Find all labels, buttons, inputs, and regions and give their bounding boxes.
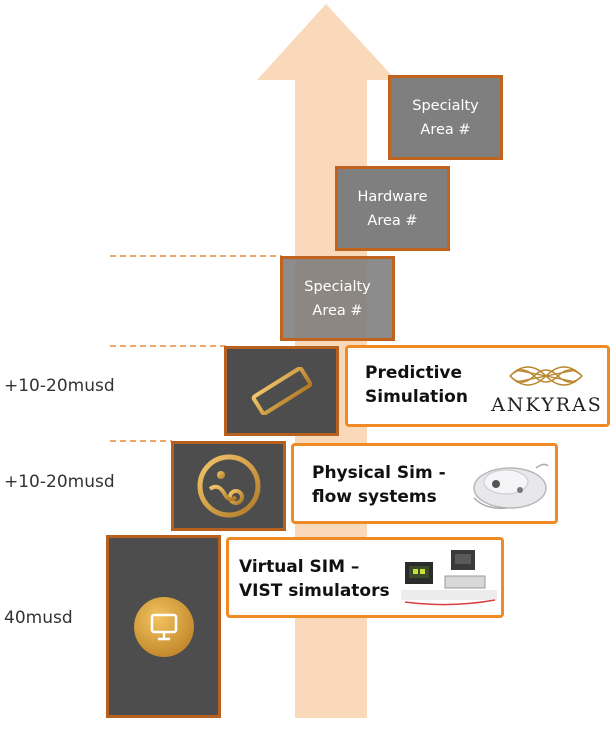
specialty-area-top: Specialty Area # — [388, 75, 503, 160]
card-physical-sim: Physical Sim - flow systems — [291, 443, 558, 524]
area-line1: Specialty — [304, 278, 371, 295]
area-line2: Area # — [312, 302, 363, 319]
card-title: Virtual SIM – VIST simulators — [239, 555, 390, 603]
cost-label-physical: +10-20musd — [4, 472, 115, 492]
specialty-area-lower: Specialty Area # — [280, 256, 395, 341]
step-predictive — [224, 346, 339, 436]
card-title-line1: Predictive — [365, 363, 463, 383]
hardware-area: Hardware Area # — [335, 166, 450, 251]
step-physical — [171, 441, 286, 531]
flow-system-photo — [473, 463, 549, 510]
card-predictive-simulation: Predictive Simulation ANKYRAS — [345, 345, 610, 427]
cost-label-virtual: 40musd — [4, 608, 73, 628]
ankyras-logo-mark — [509, 366, 583, 386]
vist-simulator-photo — [401, 550, 497, 606]
area-line2: Area # — [367, 212, 418, 229]
ruler-icon — [251, 367, 312, 415]
card-title-line2: VIST simulators — [239, 581, 390, 601]
card-title-line2: Simulation — [365, 387, 468, 407]
card-title: Physical Sim - flow systems — [312, 461, 446, 509]
monitor-icon — [133, 596, 194, 657]
flow-cell-icon — [197, 454, 260, 518]
step-virtual — [106, 535, 221, 718]
ankyras-logo: ANKYRAS — [488, 356, 606, 418]
card-virtual-sim: Virtual SIM – VIST simulators — [226, 537, 504, 618]
cost-label-predictive: +10-20musd — [4, 376, 115, 396]
card-title-line1: Virtual SIM – — [239, 557, 360, 577]
area-line2: Area # — [420, 121, 471, 138]
ankyras-logo-text: ANKYRAS — [491, 394, 603, 416]
card-title-line1: Physical Sim - — [312, 463, 446, 483]
card-title: Predictive Simulation — [365, 361, 468, 409]
area-line1: Hardware — [357, 188, 428, 205]
area-line1: Specialty — [412, 97, 479, 114]
card-title-line2: flow systems — [312, 487, 437, 507]
